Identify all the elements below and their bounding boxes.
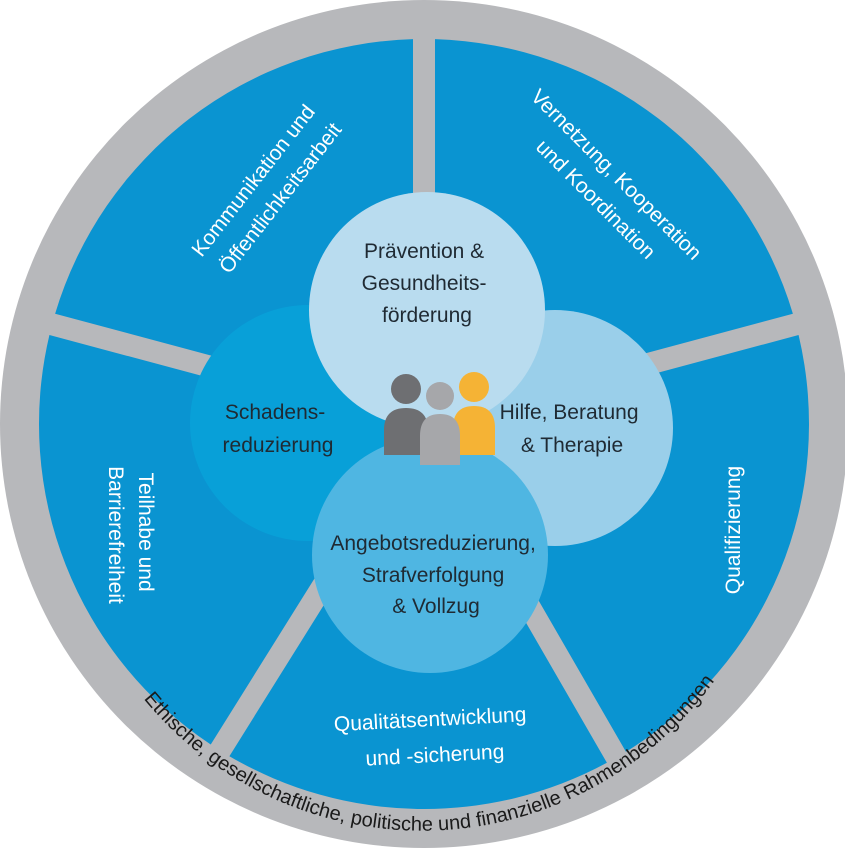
circle-right-line-2: & Therapie: [521, 434, 623, 457]
circle-top-line-1: Prävention &: [364, 240, 484, 263]
circle-supply-reduction: [312, 437, 548, 673]
circle-left-line-2: reduzierung: [223, 434, 334, 457]
circle-left-line-1: Schadens-: [225, 401, 325, 424]
people-group-icon: [384, 372, 495, 465]
segment-right-line-1: Qualifizierung: [722, 466, 745, 594]
svg-text:Qualifizierung: Qualifizierung: [722, 466, 745, 594]
circle-top-label: Prävention & Gesundheits- förderung: [362, 240, 493, 327]
person-accent-head: [459, 372, 489, 402]
person-accent-body: [453, 406, 495, 455]
circle-top-line-2: Gesundheits-: [362, 272, 487, 295]
svg-text:Teilhabe und Barrierefre: Teilhabe und Barrierefreiheit: [104, 466, 157, 604]
circle-right-label: Hilfe, Beratung & Therapie: [500, 401, 645, 457]
segment-left-line-2: Barrierefreiheit: [104, 466, 127, 604]
circle-bottom-line-1: Angebotsreduzierung,: [330, 532, 535, 555]
circle-right-line-1: Hilfe, Beratung: [500, 401, 639, 424]
person-mid-head: [426, 382, 454, 410]
segment-left-line-1: Teilhabe und: [134, 473, 157, 592]
segment-label-right: Qualifizierung: [722, 466, 745, 594]
circle-top-line-3: förderung: [382, 304, 472, 327]
circle-bottom-line-2: Strafverfolgung: [362, 564, 504, 587]
circle-bottom-line-3: & Vollzug: [392, 595, 480, 618]
circle-left-label: Schadens- reduzierung: [223, 401, 334, 457]
segment-label-left: Teilhabe und Barrierefreiheit: [104, 466, 157, 604]
person-mid-body: [420, 414, 460, 465]
circle-bottom-label: Angebotsreduzierung, Strafverfolgung & V…: [330, 532, 541, 618]
person-dark-head: [391, 374, 421, 404]
person-dark-body: [384, 408, 428, 455]
circle-prevention: [309, 192, 545, 428]
